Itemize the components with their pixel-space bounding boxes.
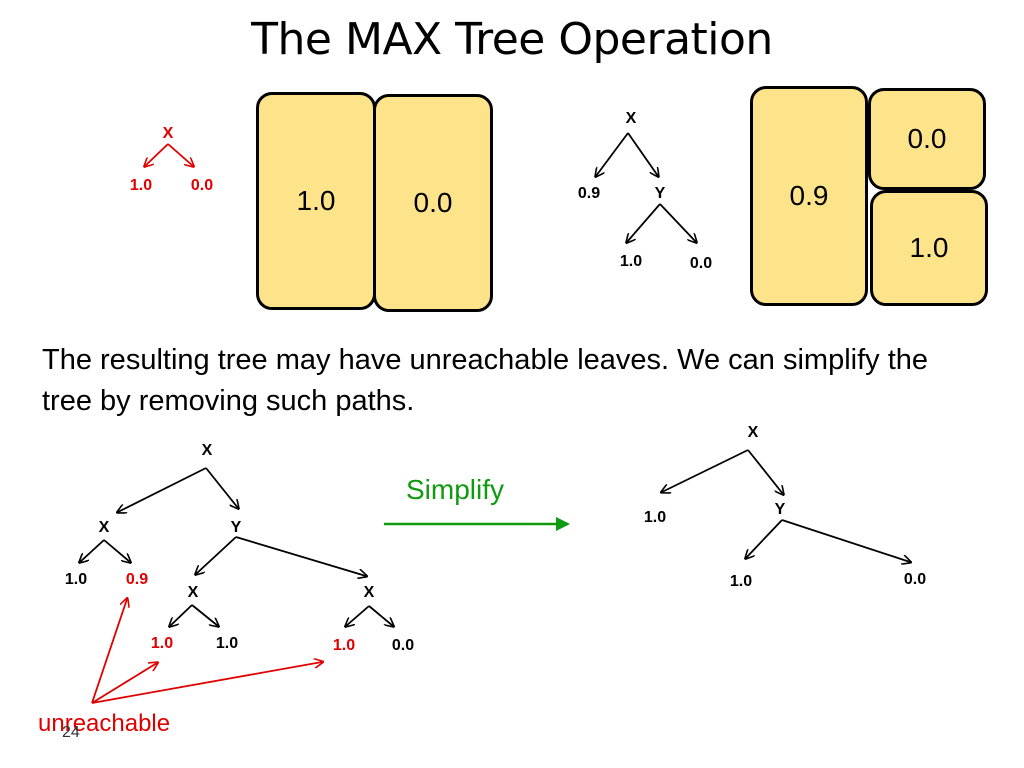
tree-leaf-0-0: 0.0 [690, 255, 712, 272]
top-left-tree [145, 143, 193, 166]
simplified-tree-edges [662, 449, 910, 562]
tree-leaf-1-0: 1.0 [620, 253, 642, 270]
tree-node-x: X [163, 125, 174, 142]
big-tree-leaf-0-0: 0.0 [392, 637, 414, 654]
big-tree-node-x: X [188, 584, 199, 601]
box-1-0-left: 1.0 [256, 92, 376, 310]
tree-node-y: Y [655, 185, 666, 202]
simplified-root-x: X [748, 424, 759, 441]
big-tree-leaf-1-0: 1.0 [151, 635, 173, 652]
unreachable-label: unreachable [38, 710, 171, 737]
big-tree-leaf-0-9: 0.9 [126, 571, 148, 588]
box-1-0-bottom: 1.0 [870, 190, 988, 306]
big-tree-node-y: Y [231, 519, 242, 536]
box-value: 1.0 [296, 185, 336, 216]
tree-leaf-0-9: 0.9 [578, 185, 600, 202]
slide-number: 24 [62, 724, 80, 741]
box-value: 1.0 [909, 232, 949, 263]
big-tree-root-x: X [202, 442, 213, 459]
simplified-leaf-1-0: 1.0 [730, 573, 752, 590]
tree-leaf-1-0: 1.0 [130, 177, 152, 194]
unreachable-arrows [91, 599, 322, 704]
top-right-tree [596, 132, 696, 242]
box-value: 0.0 [413, 187, 453, 218]
simplified-node-y: Y [775, 501, 786, 518]
simplify-label: Simplify [406, 474, 505, 505]
big-tree-leaf-1-0: 1.0 [65, 571, 87, 588]
box-0-0-left: 0.0 [373, 94, 493, 312]
box-0-9-tall: 0.9 [750, 86, 868, 306]
body-text: The resulting tree may have unreachable … [42, 344, 929, 417]
slide-title: The MAX Tree Operation [251, 14, 773, 65]
simplified-leaf-1-0: 1.0 [644, 509, 666, 526]
big-tree-leaf-1-0: 1.0 [216, 635, 238, 652]
big-tree-node-x: X [99, 519, 110, 536]
big-tree-edges [80, 467, 393, 626]
big-tree-leaf-1-0: 1.0 [333, 637, 355, 654]
tree-leaf-0-0: 0.0 [191, 177, 213, 194]
box-0-0-top: 0.0 [868, 88, 986, 190]
simplified-leaf-0-0: 0.0 [904, 571, 926, 588]
box-value: 0.9 [789, 180, 829, 211]
tree-node-x: X [626, 110, 637, 127]
box-value: 0.0 [907, 123, 947, 154]
big-tree-node-x: X [364, 584, 375, 601]
